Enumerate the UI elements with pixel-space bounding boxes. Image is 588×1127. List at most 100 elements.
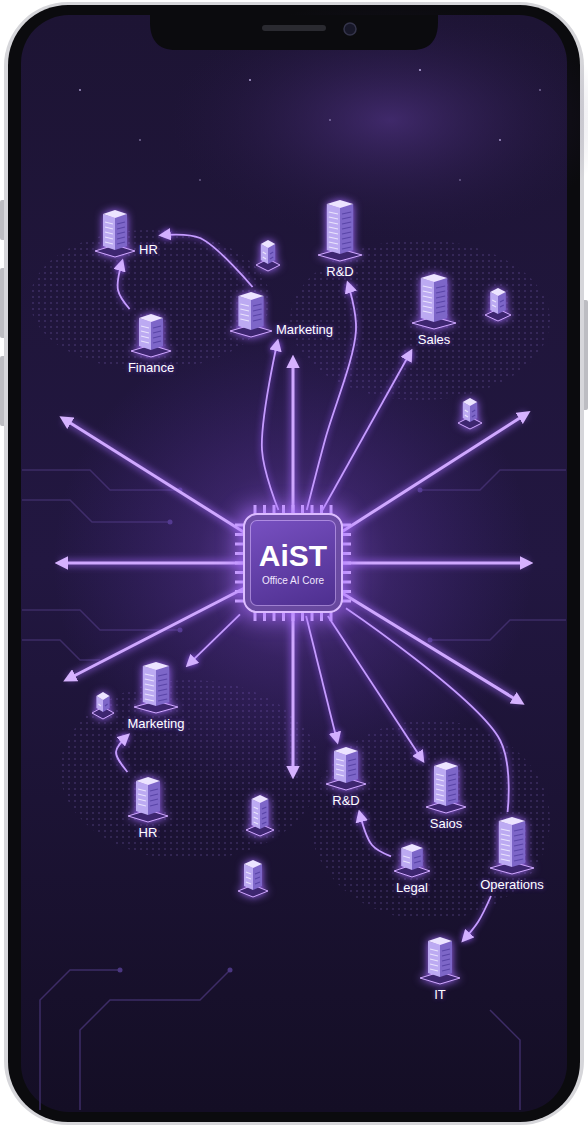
stars xyxy=(79,69,541,181)
building-window xyxy=(500,300,504,302)
building-window xyxy=(436,784,444,786)
circuit-trace xyxy=(490,1010,520,1110)
building-window xyxy=(430,954,438,956)
chip-subtitle: Office AI Core xyxy=(262,575,324,587)
star xyxy=(139,139,141,141)
chip-pin xyxy=(320,612,323,621)
connector xyxy=(116,735,128,772)
building-window xyxy=(329,232,338,234)
building-window xyxy=(105,237,113,239)
building-window xyxy=(348,764,356,766)
building-window xyxy=(430,959,438,961)
building-window xyxy=(336,774,344,776)
building-right-face xyxy=(156,666,169,706)
star xyxy=(419,69,421,71)
chip-pin xyxy=(301,612,304,621)
building-window xyxy=(158,699,167,701)
building-window xyxy=(246,877,251,879)
building-icon xyxy=(412,272,456,330)
building-left-face xyxy=(238,296,251,330)
building-window xyxy=(436,296,445,298)
building-window xyxy=(329,242,338,244)
building-left-face xyxy=(136,781,148,815)
building-window xyxy=(141,341,149,343)
building-window xyxy=(150,799,158,801)
radiating-arrows xyxy=(60,360,528,774)
building-window xyxy=(158,684,167,686)
building-window xyxy=(436,311,445,313)
building-roof xyxy=(252,795,269,803)
building-window xyxy=(253,309,262,311)
building-window xyxy=(255,882,260,884)
building-window xyxy=(436,789,444,791)
building-window xyxy=(98,704,101,706)
building-window xyxy=(158,674,167,676)
building-window xyxy=(501,834,510,836)
star xyxy=(329,119,331,121)
building-window xyxy=(138,794,146,796)
building-left-face xyxy=(334,751,346,783)
building-window xyxy=(436,799,444,801)
building-left-face xyxy=(434,766,446,806)
building-window xyxy=(442,964,450,966)
building-window xyxy=(105,222,113,224)
building-window xyxy=(414,861,421,863)
department-label: R&D xyxy=(332,793,359,809)
building-roof xyxy=(421,274,447,282)
building-icon xyxy=(134,660,178,714)
building-right-face xyxy=(512,821,525,867)
building-window xyxy=(501,849,510,851)
star xyxy=(499,139,501,141)
building-window xyxy=(500,305,504,307)
connector xyxy=(359,812,391,856)
building-window xyxy=(442,954,450,956)
decor-buildings xyxy=(92,240,511,897)
building-window xyxy=(240,304,249,306)
building-right-face xyxy=(346,751,358,783)
star xyxy=(199,179,200,180)
building-window xyxy=(158,679,167,681)
building-left-face xyxy=(499,821,512,867)
building-roof xyxy=(103,210,127,218)
department-label: Marketing xyxy=(127,716,184,732)
chip-title: AiST xyxy=(259,539,327,573)
building-window xyxy=(342,212,351,214)
building-window xyxy=(423,291,432,293)
building-window xyxy=(501,844,510,846)
building-window xyxy=(423,311,432,313)
building-window xyxy=(403,856,410,858)
building-window xyxy=(514,859,523,861)
building-window xyxy=(442,969,450,971)
building-window xyxy=(329,222,338,224)
chip-pin xyxy=(342,543,351,546)
building-roof xyxy=(96,692,109,700)
building-window xyxy=(448,779,456,781)
building-icon xyxy=(131,312,171,358)
building-window xyxy=(240,314,249,316)
building-roof xyxy=(143,662,169,670)
building-window xyxy=(430,969,438,971)
camera xyxy=(344,23,356,35)
chip-pin xyxy=(342,533,351,536)
building-window xyxy=(442,959,450,961)
chip-pin xyxy=(342,571,351,574)
building-roof xyxy=(434,762,458,770)
connector xyxy=(262,341,279,510)
building-window xyxy=(253,314,262,316)
building-window xyxy=(329,227,338,229)
building-roof xyxy=(401,844,423,852)
building-window xyxy=(253,304,262,306)
department-building: R&D xyxy=(326,745,366,809)
chip-pin xyxy=(273,612,276,621)
building-window xyxy=(145,679,154,681)
building-window xyxy=(329,237,338,239)
chip-pin xyxy=(311,612,314,621)
building-window xyxy=(117,242,125,244)
building-window xyxy=(342,247,351,249)
building-window xyxy=(403,861,410,863)
phone-notch xyxy=(150,15,438,50)
building-left-face xyxy=(103,214,115,250)
building-window xyxy=(348,759,356,761)
